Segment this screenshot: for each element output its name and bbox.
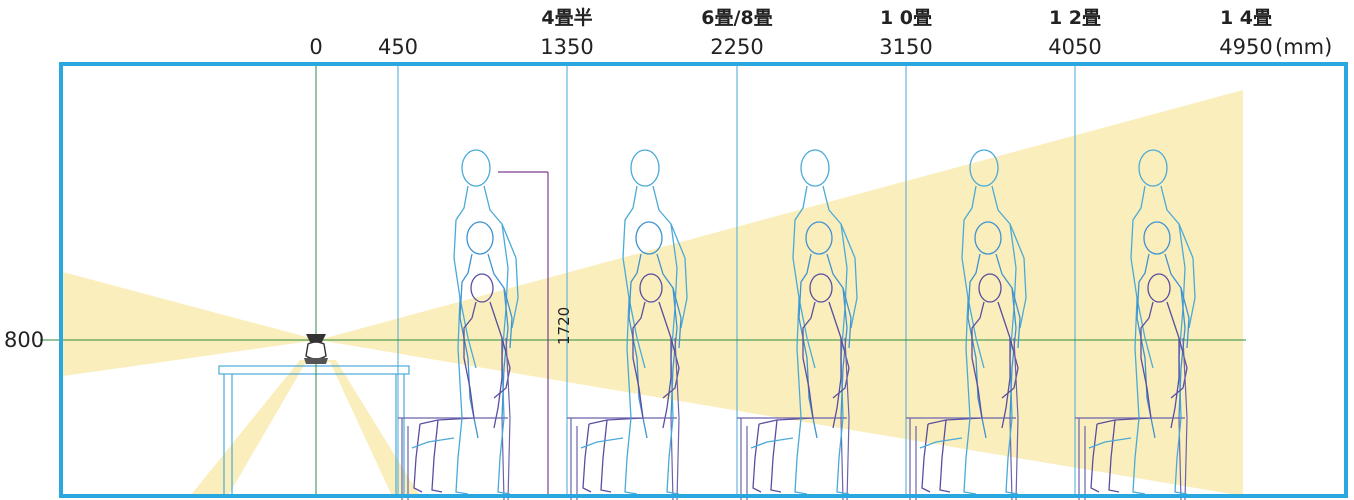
height-label: 800: [4, 328, 44, 352]
distance-label-3150: 3150: [879, 35, 932, 59]
dimension-1720: [498, 171, 549, 496]
tatami-label-4950: 1 4畳: [1220, 7, 1272, 29]
dimension-label: 1720: [555, 307, 573, 345]
distance-label-4050: 4050: [1048, 35, 1101, 59]
light-cone-right: [318, 90, 1243, 496]
distance-label-0: 0: [309, 35, 322, 59]
tatami-label-4050: 1 2畳: [1049, 7, 1101, 29]
table: [218, 365, 410, 496]
diagram-frame: [59, 62, 1348, 498]
tatami-label-1350: 4畳半: [541, 6, 592, 29]
distance-label-1350: 1350: [540, 35, 593, 59]
distance-label-4950: 4950: [1219, 35, 1272, 59]
light-cone-left: [63, 272, 318, 376]
tatami-label-3150: 1 0畳: [880, 7, 932, 29]
distance-label-2250: 2250: [710, 35, 763, 59]
distance-guides: [397, 64, 1076, 496]
light-cone-core: [228, 362, 392, 496]
unit-label: (mm): [1275, 35, 1332, 59]
pendant-lamp-icon: [304, 334, 328, 364]
tatami-label-2250: 6畳/8畳: [701, 7, 772, 29]
distance-label-450: 450: [378, 35, 418, 59]
